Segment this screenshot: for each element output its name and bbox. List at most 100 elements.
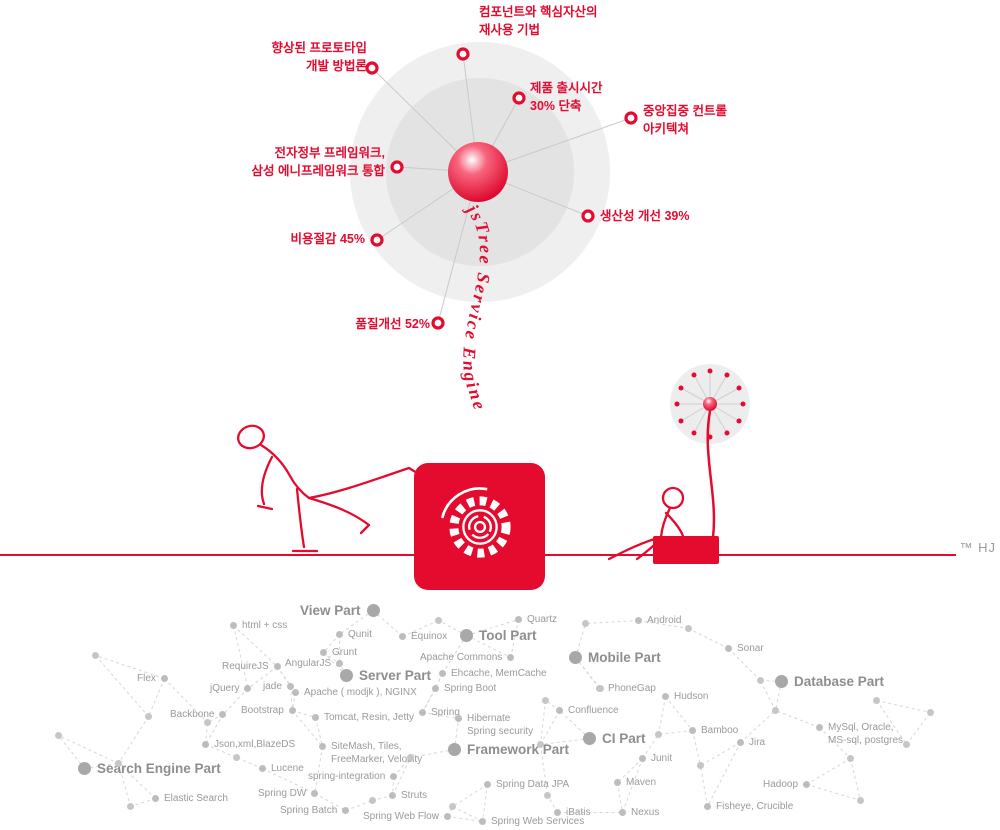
tech-item: Spring Web Services — [479, 816, 584, 829]
mesh-dot — [537, 741, 544, 748]
mesh-dot — [582, 620, 589, 627]
tech-dot — [152, 795, 159, 802]
tech-label: Json,xml,BlazeDS — [214, 739, 296, 750]
tech-item: Equinox — [399, 631, 447, 644]
tech-dot — [336, 631, 343, 638]
tech-label: Struts — [401, 790, 428, 801]
part-dot — [583, 732, 596, 745]
part-label: Search Engine Part — [97, 761, 221, 776]
tech-item: Backbone — [170, 709, 227, 722]
tech-dot — [389, 792, 396, 799]
tech-label: Spring Batch — [280, 805, 338, 816]
tech-dot — [273, 663, 281, 670]
tech-label: PhoneGap — [608, 683, 656, 694]
radial-label-prototype: 향상된 프로토타입 개발 방법론 — [271, 41, 367, 73]
tech-label: Hudson — [674, 691, 709, 702]
tech-item: Jira — [737, 737, 765, 750]
tech-item: Flex — [137, 673, 168, 686]
tech-label: Apache Commons — [420, 652, 503, 663]
tech-dot — [443, 813, 451, 820]
tech-item: Hadoop — [763, 779, 811, 792]
tech-dot — [312, 714, 319, 721]
part-dot — [775, 675, 788, 688]
tech-dot — [319, 743, 326, 750]
part-dot — [366, 604, 380, 617]
tech-label: Lucene — [271, 763, 304, 774]
tech-label: Junit — [651, 753, 673, 764]
tech-label: Apache ( modjk ), NGINX — [304, 687, 417, 698]
tech-label: Fisheye, Crucible — [716, 801, 794, 812]
tech-item: Ehcache, MemCache — [439, 668, 547, 681]
tech-label: spring-integration — [308, 771, 386, 782]
tech-item: Qunit — [336, 629, 372, 642]
mesh-dot — [597, 685, 604, 692]
tech-item: Junit — [639, 753, 672, 766]
tech-dot — [704, 803, 711, 810]
tech-label: iBatis — [566, 807, 591, 818]
part-label: Server Part — [359, 668, 432, 683]
part-dot — [569, 651, 582, 664]
tech-dot — [725, 645, 732, 652]
tech-dot — [320, 649, 327, 656]
tech-item: Hudson — [662, 691, 708, 704]
tech-dot — [219, 711, 227, 718]
tech-label: Quartz — [527, 614, 558, 625]
tech-dot — [288, 707, 296, 714]
mesh-dot — [435, 617, 442, 624]
mesh-dot — [204, 719, 211, 726]
tech-dot — [614, 779, 621, 786]
part-dot — [460, 629, 473, 642]
tech-label: Backbone — [170, 709, 215, 720]
mesh-dot — [92, 652, 99, 659]
tech-dot — [292, 689, 299, 696]
tech-item: RequireJS — [222, 661, 281, 674]
mesh-dot — [927, 709, 934, 716]
radial-label-component-reuse: 컴포넌트와 핵심자산의 재사용 기법 — [479, 5, 598, 37]
tech-label: AngularJS — [285, 658, 332, 669]
tech-dot — [635, 617, 642, 624]
mesh-dot — [55, 732, 62, 739]
tech-dot — [342, 807, 350, 814]
tech-item: Android — [635, 615, 681, 628]
tech-item: Spring Boot — [432, 683, 496, 696]
tech-item: Spring Web Flow — [363, 811, 451, 824]
tech-item: Bootstrap — [241, 705, 296, 718]
tech-label: Spring Web Flow — [363, 811, 439, 822]
tech-dot — [689, 727, 696, 734]
tech-dot — [556, 707, 563, 714]
tech-label: Hibernate Spring security — [467, 713, 534, 737]
tech-item: jade — [263, 681, 294, 694]
tech-label: jade — [263, 681, 282, 692]
tech-label: Spring DW — [258, 788, 307, 799]
tech-item: SiteMash, Tiles, FreeMarker, Velocity — [319, 741, 422, 766]
tech-item: Elastic Search — [152, 793, 228, 806]
tech-label: Jira — [749, 737, 766, 748]
tech-dot — [399, 633, 406, 640]
tech-dot — [419, 709, 426, 716]
part-search-engine: Search Engine Part — [78, 761, 221, 776]
part-label: Mobile Part — [588, 650, 661, 665]
watermark: ™ HJ — [959, 540, 996, 555]
mesh-dot — [847, 755, 854, 762]
radial-label-central-control: 중앙집중 컨트롤 아키텍쳐 — [643, 104, 727, 136]
tech-dot — [439, 670, 446, 677]
part-dot — [78, 762, 91, 775]
tech-label: Ehcache, MemCache — [451, 668, 547, 679]
tech-label: Spring — [431, 707, 460, 718]
tech-dot — [390, 773, 398, 780]
mesh-dot — [697, 762, 704, 769]
tech-label: Hadoop — [763, 779, 799, 790]
tech-dot — [662, 693, 669, 700]
tech-item: Quartz — [515, 614, 557, 627]
part-label: View Part — [300, 603, 361, 618]
tech-item: iBatis — [554, 807, 590, 820]
part-server: Server Part — [340, 668, 431, 683]
tech-label: html + css — [242, 620, 288, 631]
tech-item: Maven — [614, 777, 656, 790]
mesh-dot — [407, 754, 414, 761]
radial-label-time-to-market: 제품 출시시간 30% 단축 — [530, 81, 603, 113]
tech-dot — [479, 818, 486, 825]
tech-dot — [286, 683, 294, 690]
tech-item: Spring Data JPA — [484, 779, 569, 792]
tech-item: PhoneGap — [596, 683, 656, 696]
